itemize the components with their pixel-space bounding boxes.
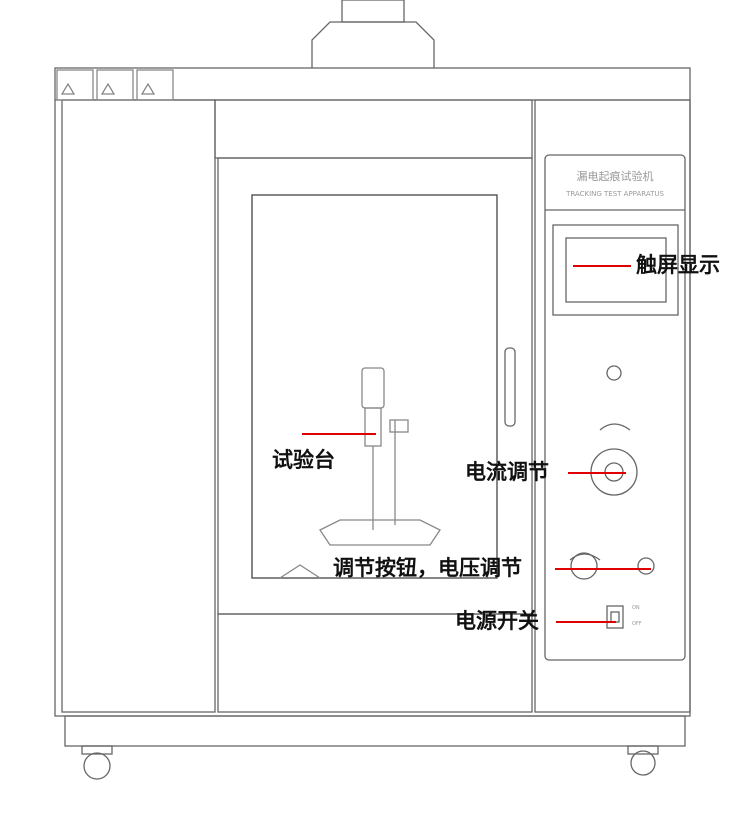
- switch-off-label: OFF: [632, 621, 642, 627]
- touch-screen[interactable]: [552, 224, 679, 316]
- indicator-lamp: [606, 365, 622, 381]
- control-cabinet: [534, 99, 691, 713]
- callout-line-current-adjust: [568, 472, 626, 474]
- door-window: [251, 194, 498, 579]
- caster-left: [81, 745, 113, 780]
- base: [64, 715, 686, 747]
- warning-labels: [56, 69, 174, 101]
- apparatus-name-cn: 漏电起痕试验机: [577, 169, 654, 183]
- callout-touch-screen: 触屏显示: [636, 253, 720, 277]
- apparatus-name-en: TRACKING TEST APPARATUS: [565, 190, 664, 198]
- callout-voltage-adjust: 调节按钮，电压调节: [333, 556, 522, 580]
- voltage-selector[interactable]: [637, 557, 655, 575]
- callout-line-touch-screen: [573, 265, 631, 267]
- callout-line-power-switch: [556, 621, 616, 623]
- caster-right: [627, 745, 659, 776]
- callout-line-test-bench: [302, 433, 376, 435]
- exhaust-chimney: [311, 0, 435, 68]
- callout-current-adjust: 电流调节: [465, 460, 549, 484]
- callout-line-voltage-adjust: [555, 568, 651, 570]
- adjust-knob[interactable]: [570, 552, 598, 580]
- cabinet-body: [54, 67, 691, 717]
- door-handle: [504, 347, 516, 427]
- power-switch[interactable]: [606, 605, 624, 629]
- control-plate: [544, 154, 686, 661]
- callout-test-bench: 试验台: [272, 448, 335, 472]
- lower-panel: [217, 613, 533, 713]
- top-panel: [214, 99, 533, 159]
- test-bench-drawing: [279, 367, 441, 579]
- left-panel: [61, 99, 216, 713]
- switch-on-label: ON: [632, 605, 640, 611]
- callout-power-switch: 电源开关: [455, 609, 539, 633]
